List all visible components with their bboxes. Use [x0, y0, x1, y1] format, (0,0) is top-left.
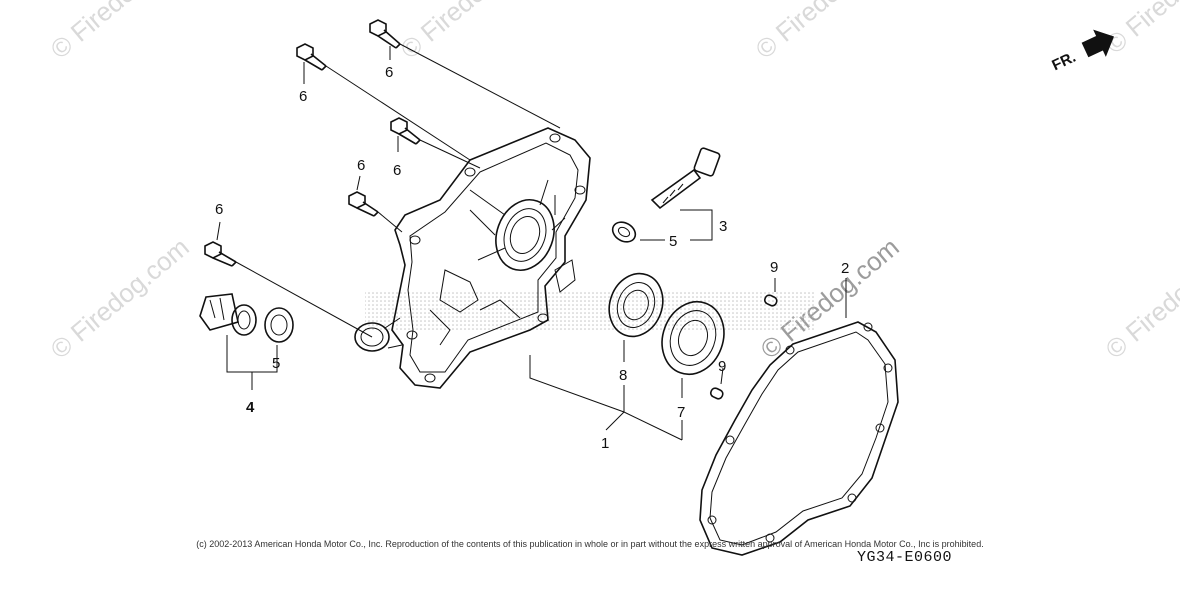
direction-label: FR. — [1049, 49, 1078, 75]
callout-7: 7 — [677, 404, 685, 421]
callout-8: 8 — [619, 367, 627, 384]
flange-bolt — [348, 191, 379, 217]
callout-5: 5 — [272, 355, 280, 372]
watermark-text: © Firedog.com — [1100, 232, 1180, 365]
callout-6: 6 — [385, 64, 393, 81]
callout-6: 6 — [393, 162, 401, 179]
callout-1: 1 — [601, 435, 609, 452]
leader-lines — [216, 43, 561, 338]
crankcase-cover-gasket — [699, 321, 899, 556]
callout-9: 9 — [770, 259, 778, 276]
flange-bolt — [390, 117, 421, 145]
oil-filler-cap — [199, 293, 257, 336]
callout-6: 6 — [357, 157, 365, 174]
leader-lines — [226, 335, 278, 390]
crankcase-cover — [354, 127, 591, 389]
callout-labels: 6 6 6 6 6 5 4 3 5 8 7 1 9 9 2 — [215, 64, 849, 452]
callout-3: 3 — [719, 218, 727, 235]
watermark-text: © Firedog.com — [395, 0, 545, 65]
dowel-pin — [763, 294, 778, 307]
dowel-pin — [709, 387, 724, 400]
callout-6: 6 — [215, 201, 223, 218]
radial-ball-bearing — [661, 300, 725, 376]
leader-lines — [529, 340, 683, 441]
o-ring-seal — [264, 307, 294, 343]
copyright-notice: (c) 2002-2013 American Honda Motor Co., … — [196, 539, 984, 549]
watermark-text: © Firedog.com — [45, 232, 195, 365]
watermark-text: © Firedog.com — [1100, 0, 1180, 60]
leader-lines — [720, 278, 776, 385]
flange-bolt — [369, 19, 401, 49]
oil-dipstick — [650, 147, 721, 210]
callout-2: 2 — [841, 260, 849, 277]
oil-seal — [608, 272, 664, 338]
watermark-text: © Firedog.com — [45, 0, 195, 65]
leader-lines — [640, 209, 713, 241]
callout-5: 5 — [669, 233, 677, 250]
callout-4: 4 — [246, 399, 255, 416]
flange-bolt — [296, 43, 327, 71]
watermark-text: © Firedog.com — [750, 0, 900, 65]
dipstick-seal — [611, 221, 637, 243]
callout-9: 9 — [718, 358, 726, 375]
flange-bolt — [204, 241, 237, 267]
callout-6: 6 — [299, 88, 307, 105]
diagram-code: YG34-E0600 — [857, 549, 953, 566]
